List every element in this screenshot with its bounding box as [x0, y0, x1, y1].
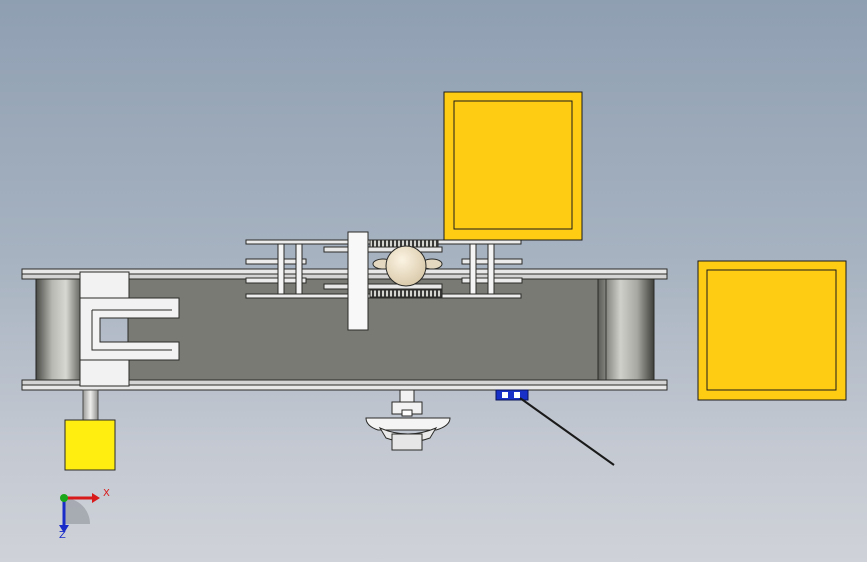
z-axis-label: Z	[59, 530, 66, 541]
left-roller[interactable]	[35, 278, 83, 381]
motor-block[interactable]	[64, 419, 116, 471]
drive-disc[interactable]	[385, 245, 427, 287]
right-roller[interactable]	[597, 278, 655, 381]
gear-mechanism[interactable]	[245, 231, 523, 331]
motor-shaft	[82, 389, 99, 422]
sensor-body[interactable]	[495, 389, 529, 401]
sensor[interactable]	[495, 389, 615, 466]
y-axis-marker	[60, 494, 68, 502]
frame-bottom-rail[interactable]	[21, 379, 668, 391]
slider-plate[interactable]	[347, 231, 369, 331]
sensor-cable	[519, 397, 615, 466]
frame-top-rail[interactable]	[21, 268, 668, 280]
bottom-support[interactable]	[365, 389, 451, 451]
coordinate-triad	[59, 493, 100, 533]
left-end-bracket[interactable]	[79, 271, 180, 387]
package-box-right[interactable]	[697, 260, 847, 401]
lower-gear-rack	[369, 289, 443, 298]
x-axis-label: X	[103, 488, 110, 499]
motor-assembly[interactable]	[64, 389, 116, 471]
package-box-top[interactable]	[443, 91, 583, 241]
